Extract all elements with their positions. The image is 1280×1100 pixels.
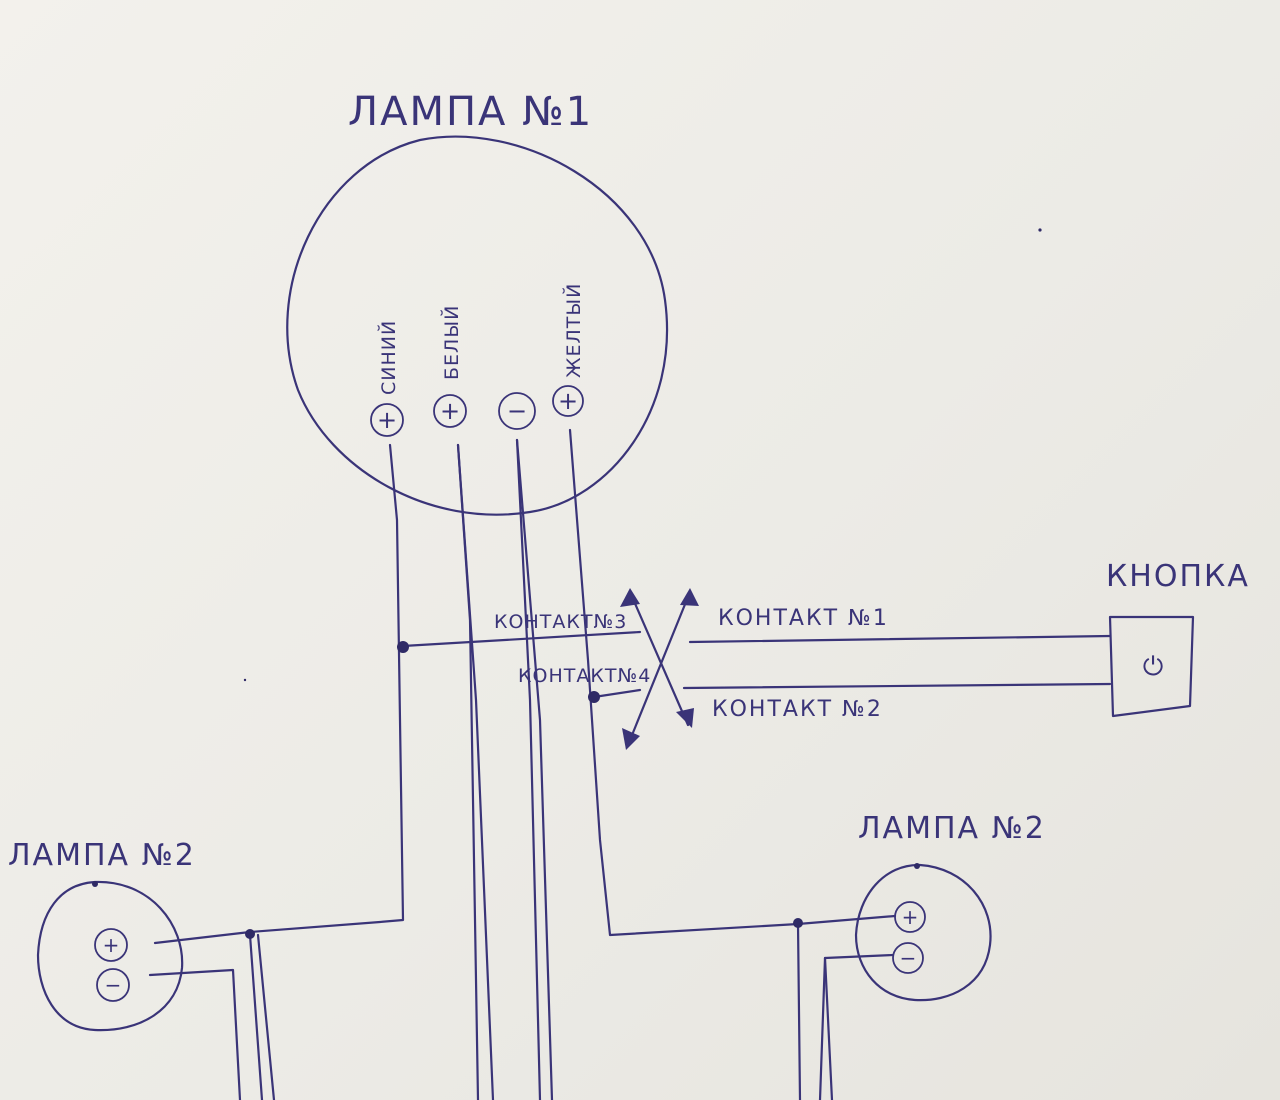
- lamp1-terminal-4: +: [552, 385, 584, 417]
- lamp2-right-plus: +: [902, 905, 919, 929]
- wire-contact4: [592, 688, 642, 699]
- lamp1-title: ЛАМПА №1: [348, 89, 593, 135]
- lamp2-left-terminal-plus: +: [94, 928, 128, 962]
- lamp2-right-terminal-plus: +: [894, 901, 926, 933]
- lamp1-terminal-1-polarity: +: [377, 406, 397, 434]
- lamp1-terminal-2-polarity: +: [440, 397, 460, 425]
- wire-contact3: [401, 630, 642, 648]
- lamp2-left-wire-extra: [256, 933, 276, 1100]
- wire-white-a: [456, 443, 480, 1100]
- lamp2-left-plus-drop: [248, 933, 264, 1100]
- contact3-label: КОНТАКТ№3: [494, 611, 627, 633]
- contact4-label: КОНТАКТ№4: [518, 665, 651, 687]
- swap-arrows: [620, 588, 699, 750]
- lamp2-right-minus-drop: [823, 956, 834, 1100]
- lamp2-left-minus: −: [105, 973, 122, 997]
- power-icon: ⏻: [1143, 652, 1164, 682]
- lamp2-left-title: ЛАМПА №2: [8, 838, 196, 873]
- junction-lamp2-left: [245, 929, 255, 939]
- lamp2-right-top-mark: [914, 863, 920, 869]
- lamp1-terminal-4-polarity: +: [558, 387, 578, 415]
- lamp2-right-minus: −: [900, 946, 917, 970]
- lamp1-body: [286, 135, 669, 516]
- junction-contact4: [588, 691, 600, 703]
- button-body: [1108, 615, 1195, 718]
- wire-contact1: [688, 634, 1112, 644]
- lamp2-left-body: [36, 880, 184, 1032]
- lamp2-left-terminal-minus: −: [96, 968, 130, 1002]
- wire-yellow: [568, 428, 897, 937]
- wire-contact2: [682, 682, 1112, 690]
- wire-minus-a: [515, 438, 542, 1100]
- lamp2-left-plus: +: [103, 933, 120, 957]
- lamp2-right-plus-drop: [796, 922, 802, 1100]
- contact2-label: КОНТАКТ №2: [712, 697, 883, 722]
- lamp1-terminal-3-polarity: −: [507, 397, 527, 425]
- wire-white-b: [456, 443, 495, 1100]
- lamp2-right-title: ЛАМПА №2: [858, 811, 1046, 846]
- wire-minus-b: [515, 438, 554, 1100]
- paper-speck: [243, 678, 247, 682]
- lamp2-left-top-mark: [92, 881, 98, 887]
- lamp1-wire4-color-label: ЖЕЛТЫЙ: [562, 283, 585, 378]
- lamp2-right-body: [854, 863, 992, 1002]
- paper-speck: [1038, 228, 1042, 232]
- junction-lamp2-right: [793, 918, 803, 928]
- lamp1-wire2-color-label: БЕЛЫЙ: [440, 305, 463, 380]
- contact1-label: КОНТАКТ №1: [718, 606, 889, 631]
- button-title: КНОПКА: [1106, 559, 1250, 594]
- junction-contact3: [397, 641, 409, 653]
- lamp1-wire1-color-label: СИНИЙ: [377, 320, 400, 395]
- lamp1-terminal-2: +: [433, 394, 467, 428]
- lamp1-terminal-3: −: [498, 392, 536, 430]
- lamp1-terminal-1: +: [370, 403, 404, 437]
- wire-blue: [153, 443, 405, 945]
- lamp2-left-minus-wire: [148, 968, 242, 1100]
- lamp2-right-terminal-minus: −: [892, 942, 924, 974]
